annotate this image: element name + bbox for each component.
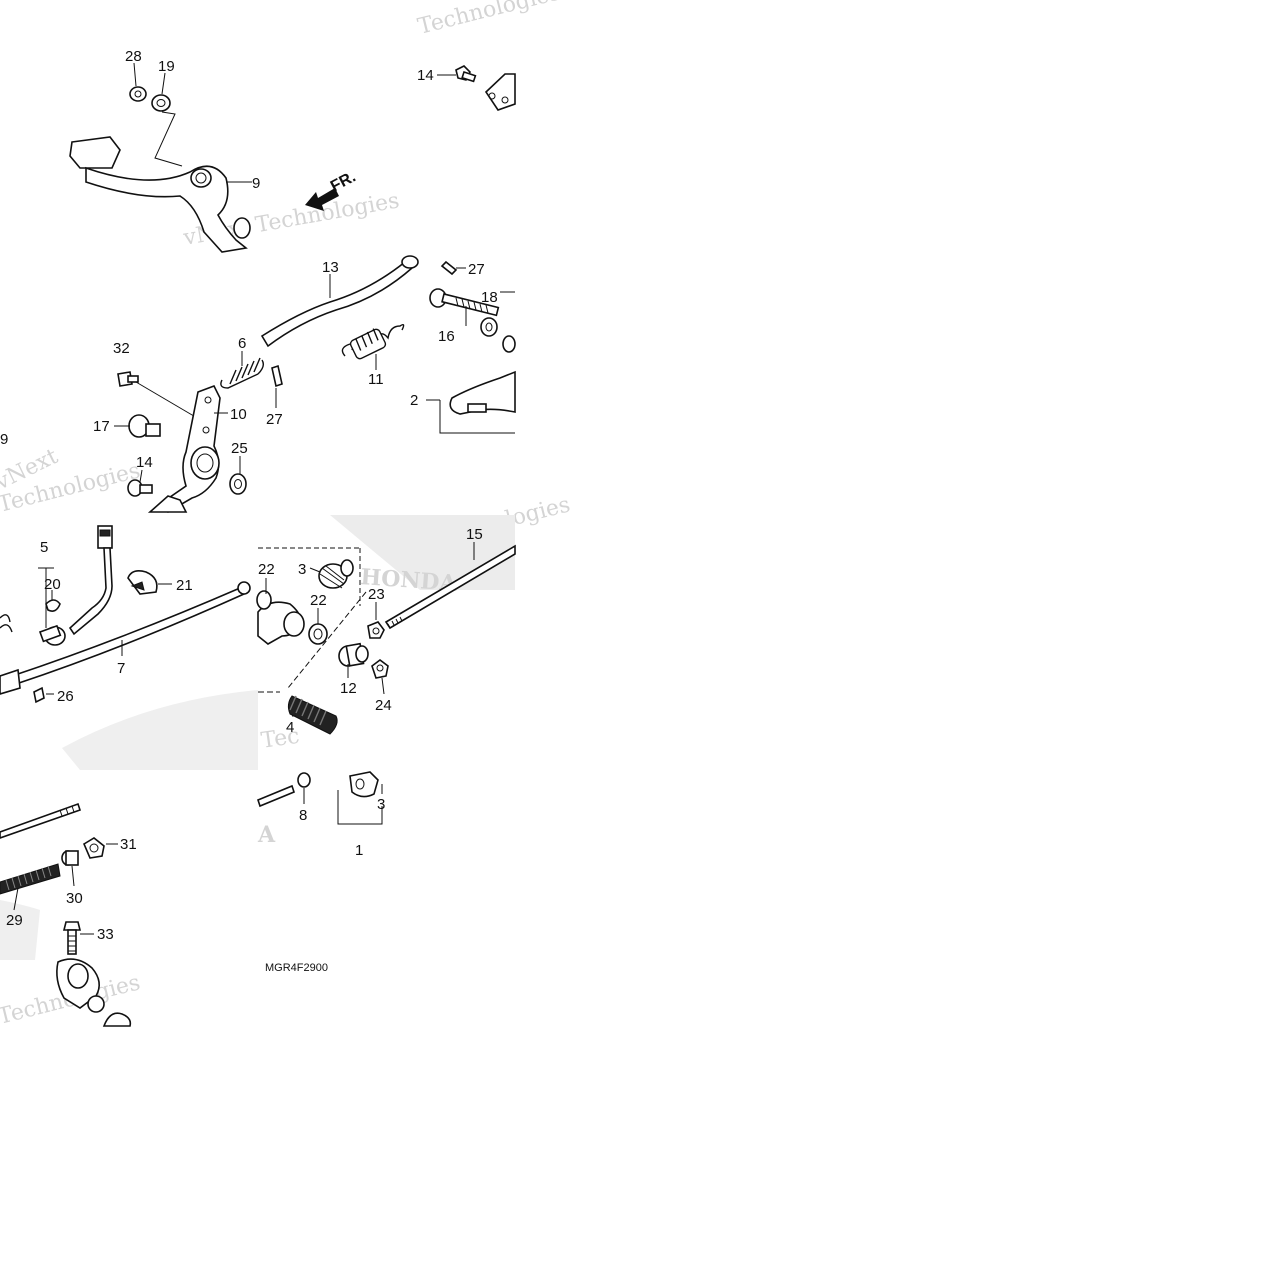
- pivot-bolt-part-17: [128, 414, 161, 438]
- callout-9: 9: [252, 175, 260, 192]
- spring-part-6: [220, 357, 265, 389]
- honda-watermark-fragment: A: [257, 822, 276, 848]
- gear-part-3: [318, 559, 354, 589]
- callout-22: 22: [258, 561, 275, 578]
- callout-32: 32: [113, 340, 130, 357]
- stud-part-8-rod: [257, 784, 295, 808]
- bolt-part-14-mid: [127, 479, 153, 497]
- callout-18: 18: [481, 289, 498, 306]
- callout-1: 1: [355, 842, 363, 859]
- cap-part-3-lower: [349, 771, 379, 798]
- washer-part-19: [151, 94, 171, 112]
- brake-arm-part-2: [449, 335, 516, 415]
- callout-30: 30: [66, 890, 83, 907]
- nut-part-24: [371, 659, 389, 679]
- callout-3: 3: [298, 561, 306, 578]
- connector-part-5: [38, 525, 113, 646]
- callout-2: 2: [410, 392, 418, 409]
- washer-part-8: [297, 772, 311, 788]
- callout-6: 6: [238, 335, 246, 352]
- callout-33: 33: [97, 926, 114, 943]
- leader-line: [154, 111, 183, 167]
- cotter-pin-part-27-mid: [271, 364, 283, 388]
- bracket-fragment-top: [484, 73, 516, 111]
- callout-27-mid: 27: [266, 411, 283, 428]
- adjust-spring-part-29: [0, 863, 61, 895]
- watermark-text: Technologies: [415, 0, 562, 40]
- callout-20: 20: [44, 576, 61, 593]
- cotter-pin-part-26: [33, 686, 45, 704]
- callout-11: 11: [368, 371, 384, 388]
- callout-14: 14: [417, 67, 434, 84]
- callout-26: 26: [57, 688, 74, 705]
- callout-7: 7: [117, 660, 125, 677]
- callout-13: 13: [322, 259, 339, 276]
- washer-part-18: [480, 317, 498, 337]
- nut-part-31: [82, 837, 105, 859]
- bolt-part-16: [429, 288, 500, 317]
- bracket-line: [439, 291, 515, 434]
- callout-10: 10: [230, 406, 247, 423]
- callout-5: 5: [40, 539, 48, 556]
- halftone-area: [330, 515, 515, 590]
- callout-28: 28: [125, 48, 142, 65]
- cable-part-7: [0, 581, 251, 695]
- callout-25: 25: [231, 440, 248, 457]
- spring-part-11: [341, 323, 405, 360]
- brake-rod-part-13: [260, 255, 419, 348]
- bolt-part-33: [62, 921, 82, 955]
- callout-23: 23: [368, 586, 385, 603]
- callout-8: 8: [299, 807, 307, 824]
- nut-part-23: [367, 621, 385, 639]
- cotter-pin-part-27-top: [440, 260, 458, 276]
- lever-part-10: [158, 384, 221, 514]
- clamp-part-21: [127, 570, 158, 595]
- callout-9-left: 9: [0, 431, 8, 448]
- callout-16: 16: [438, 328, 455, 345]
- clip-part-20: [45, 599, 61, 612]
- bolt-part-32: [117, 371, 139, 387]
- bracket-line: [337, 790, 383, 825]
- spring-fragment-left: [0, 614, 13, 633]
- halftone-area: [0, 900, 40, 960]
- clamp-part-33-body: [56, 958, 105, 1013]
- brake-pedal-part-9: [69, 136, 251, 253]
- callout-3-lower: 3: [377, 796, 385, 813]
- callout-labels: 28 19 14 9 13 27 18 16 6 32 11 2 10 27 9…: [0, 48, 498, 943]
- callout-12: 12: [340, 680, 357, 697]
- callout-leaders: [13, 62, 475, 935]
- callout-19: 19: [158, 58, 175, 75]
- callout-4: 4: [286, 719, 294, 736]
- rod-part-15: [384, 544, 516, 630]
- bracket-fragment-mid: [147, 495, 188, 513]
- alignment-line: [287, 591, 367, 689]
- knob-fragment: [102, 1012, 132, 1027]
- callout-21: 21: [176, 577, 193, 594]
- washer-part-22-b: [308, 623, 328, 645]
- watermark-layer: Technologies vNext Technologies vNext Te…: [0, 0, 573, 1030]
- washer-part-28: [129, 86, 147, 102]
- bolt-part-14-top: [455, 65, 477, 83]
- diagram-code: MGR4F2900: [265, 962, 328, 974]
- rod-fragment-upper: [0, 802, 82, 839]
- callout-22-b: 22: [310, 592, 327, 609]
- rubber-part-4: [287, 695, 338, 735]
- callout-29: 29: [6, 912, 23, 929]
- callout-24: 24: [375, 697, 392, 714]
- boundary-line: [258, 547, 361, 606]
- callout-14-mid: 14: [136, 454, 153, 471]
- callout-17: 17: [93, 418, 110, 435]
- callout-27: 27: [468, 261, 485, 278]
- washer-part-25: [229, 473, 247, 495]
- collar-part-30: [61, 850, 79, 866]
- shift-arm-fragment: [257, 601, 305, 645]
- callout-31: 31: [120, 836, 137, 853]
- collar-part-12: [338, 642, 369, 667]
- washer-part-22-a: [256, 590, 272, 610]
- callout-15: 15: [466, 526, 483, 543]
- halftone-area: [62, 690, 258, 770]
